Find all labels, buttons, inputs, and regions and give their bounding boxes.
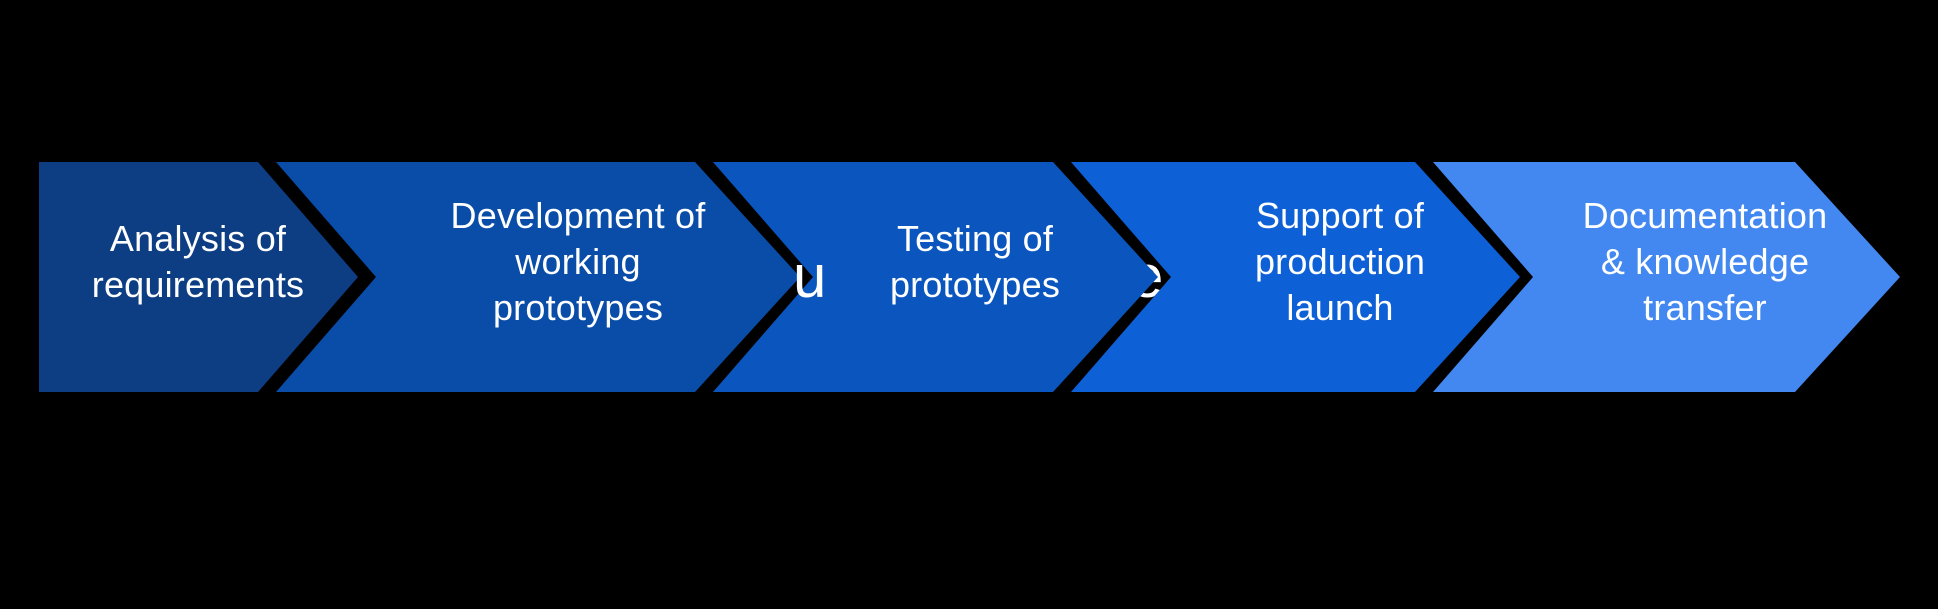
step-4-arrow-shape (1071, 162, 1520, 392)
step-5-arrow-shape (1433, 162, 1900, 392)
step-3-arrow-shape (713, 162, 1158, 392)
occluded-text-fragment-1: u (793, 243, 827, 310)
step-2-arrow-shape (276, 162, 800, 392)
step-1-arrow-shape (39, 162, 358, 392)
